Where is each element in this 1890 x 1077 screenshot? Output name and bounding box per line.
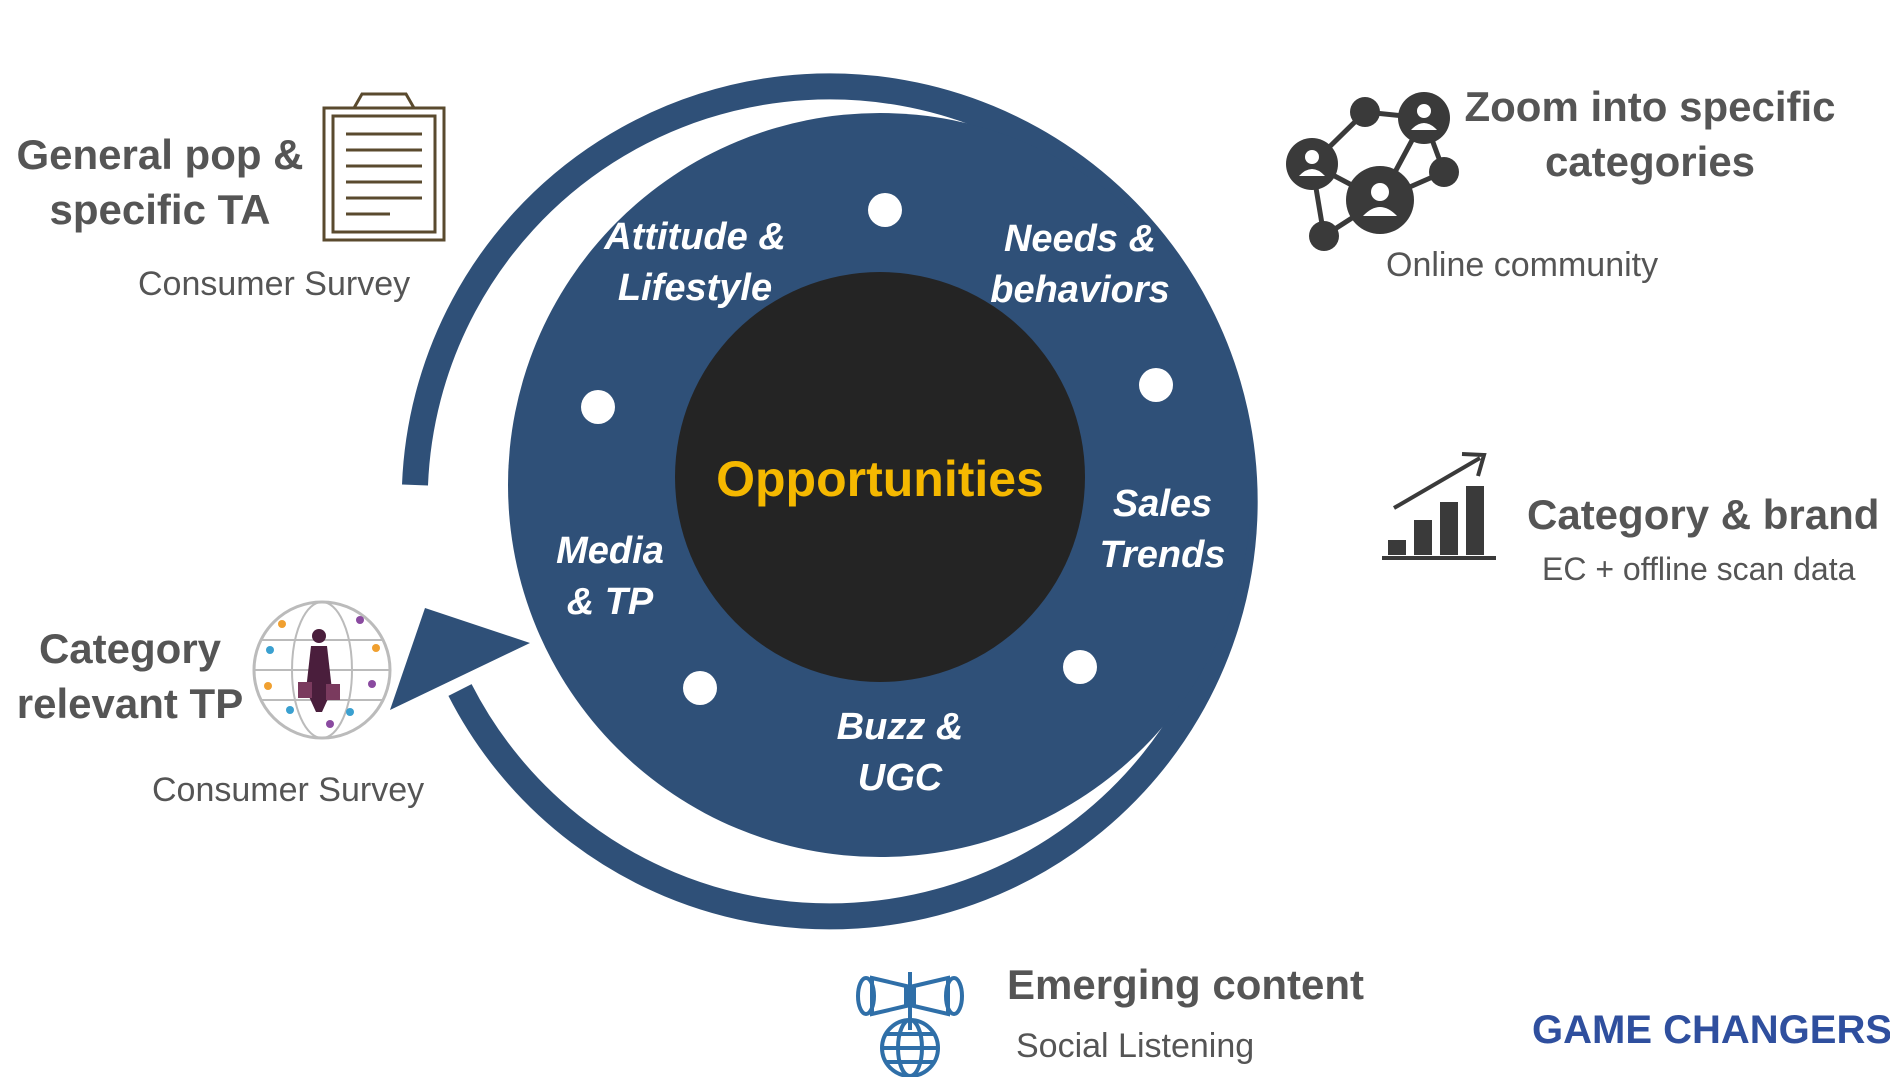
segment-line: Lifestyle <box>617 267 773 310</box>
megaphone-globe-icon <box>856 972 964 1077</box>
source-caption: Consumer Survey <box>152 771 425 809</box>
source-caption: Social Listening <box>1016 1027 1255 1065</box>
source-title-line: specific TA <box>49 185 271 233</box>
separator-dot <box>581 390 615 424</box>
segment-sales-trends: Sales Trends <box>1090 479 1235 582</box>
shopper-globe-icon <box>252 600 392 740</box>
source-caption: Consumer Survey <box>138 265 411 303</box>
source-category-brand: Category & brand <box>1527 491 1880 538</box>
separator-dot <box>868 193 902 227</box>
segment-attitude-lifestyle: Attitude & Lifestyle <box>580 212 810 315</box>
source-zoom-categories: Zoom into specific categories <box>1455 80 1845 189</box>
game-changers-logo: GAME CHANGERS <box>1532 1008 1890 1052</box>
opportunities-core <box>675 272 1085 682</box>
source-title-line: relevant TP <box>16 679 244 727</box>
source-title-line: General pop & <box>16 131 304 178</box>
source-emerging-content: Emerging content <box>1007 961 1365 1008</box>
separator-dot <box>1139 368 1173 402</box>
segment-needs-behaviors: Needs & behaviors <box>975 214 1185 317</box>
clipboard-icon <box>322 92 446 242</box>
segment-line: Buzz & <box>836 706 964 748</box>
segment-line: Attitude & <box>604 216 786 258</box>
source-title-line: categories <box>1544 137 1756 185</box>
segment-line: & TP <box>566 581 654 624</box>
source-caption: Online community <box>1386 246 1659 284</box>
segment-line: behaviors <box>990 269 1170 312</box>
growth-chart-icon <box>1382 452 1496 560</box>
source-category-tp: Category relevant TP <box>14 622 246 731</box>
cycle-arrowhead <box>390 608 530 710</box>
segment-line: Sales <box>1112 483 1213 525</box>
segment-buzz-ugc: Buzz & UGC <box>820 702 980 805</box>
source-title-line: Category <box>38 625 222 672</box>
segment-line: Media <box>556 530 664 572</box>
source-title-line: Zoom into specific <box>1464 83 1836 130</box>
community-network-icon <box>1286 92 1459 251</box>
source-general-pop: General pop & specific TA <box>10 128 310 237</box>
separator-dot <box>683 671 717 705</box>
opportunities-label: Opportunities <box>716 451 1044 507</box>
segment-media-tp: Media & TP <box>540 526 680 629</box>
segment-line: Trends <box>1099 534 1226 577</box>
segment-line: UGC <box>857 757 943 800</box>
source-caption: EC + offline scan data <box>1542 551 1856 587</box>
separator-dot <box>1063 650 1097 684</box>
segment-line: Needs & <box>1003 218 1157 260</box>
